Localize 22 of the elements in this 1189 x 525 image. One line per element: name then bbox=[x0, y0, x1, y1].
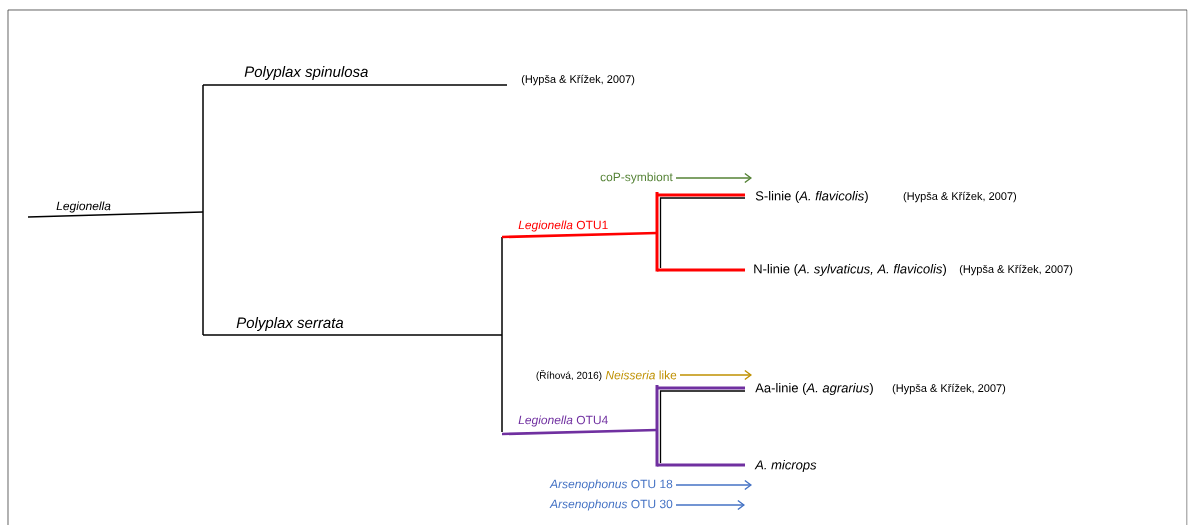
arrow bbox=[675, 499, 745, 511]
citation: (Říhová, 2016) bbox=[536, 370, 602, 381]
branch-label: Legionella OTU1 bbox=[518, 220, 608, 232]
taxon-label: Polyplax spinulosa bbox=[244, 66, 368, 80]
citation: (Hypša & Křížek, 2007) bbox=[521, 74, 635, 86]
lineage-label: Aa-linie (A. agrarius) bbox=[755, 382, 873, 396]
arrow-label: Neisseria like bbox=[605, 370, 677, 380]
lineage-label: A. microps bbox=[754, 459, 817, 473]
arrow-label: Arsenophonus OTU 18 bbox=[549, 479, 673, 491]
arrow-label: coP-symbiont bbox=[600, 172, 673, 184]
arrow bbox=[675, 479, 752, 491]
arrow bbox=[675, 172, 752, 184]
citation: (Hypša & Křížek, 2007) bbox=[903, 191, 1017, 203]
branch-label: Legionella OTU4 bbox=[518, 415, 608, 427]
taxon-label: Legionella bbox=[56, 201, 111, 213]
taxon-label: Polyplax serrata bbox=[236, 317, 344, 331]
citation: (Hypša & Křížek, 2007) bbox=[959, 264, 1073, 276]
lineage-label: N-linie (A. sylvaticus, A. flavicolis) bbox=[754, 263, 946, 277]
lineage-label: S-linie (A. flavicolis) bbox=[755, 190, 868, 204]
arrow-label: Arsenophonus OTU 30 bbox=[549, 499, 673, 511]
arrow bbox=[679, 369, 752, 381]
citation: (Hypša & Křížek, 2007) bbox=[892, 383, 1006, 395]
